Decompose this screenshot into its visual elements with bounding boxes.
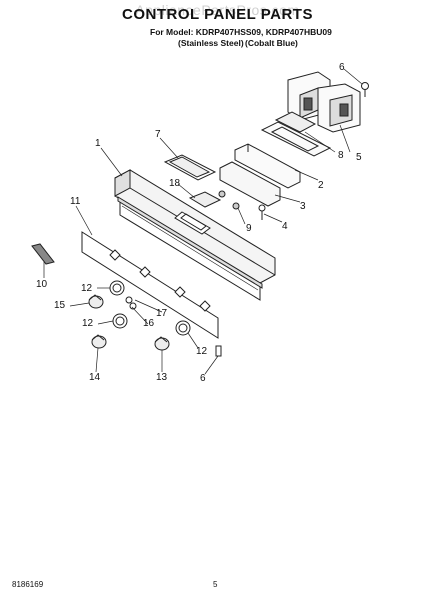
knob-13 <box>154 336 170 351</box>
part-11-panel <box>81 231 219 339</box>
part-7-window <box>163 154 217 181</box>
part-2-bracket <box>234 143 301 189</box>
callout-7: 7 <box>155 129 161 140</box>
page-number: 5 <box>213 580 218 589</box>
model-line: For Model: KDRP407HSS09, KDRP407HBU09 <box>150 27 332 37</box>
callout-14: 14 <box>89 372 101 383</box>
bezel-12c <box>175 320 191 336</box>
control-panel-housing <box>114 169 276 301</box>
callout-12c: 12 <box>196 346 208 357</box>
callout-12b: 12 <box>82 318 94 329</box>
page-title: CONTROL PANEL PARTS <box>122 6 313 23</box>
part-5-switches <box>287 71 361 133</box>
bezel-12b <box>112 313 128 329</box>
part-4-screw <box>258 204 266 220</box>
callout-8: 8 <box>338 150 344 161</box>
callout-5: 5 <box>356 152 362 163</box>
callout-16: 16 <box>143 318 155 329</box>
callout-2: 2 <box>318 180 324 191</box>
part-8-bracket <box>260 111 332 157</box>
callout-17: 17 <box>156 308 168 319</box>
callout-11: 11 <box>70 196 81 207</box>
finish-cobalt: (Cobalt Blue) <box>245 38 298 48</box>
part-3-bracket <box>219 161 281 207</box>
watermark: AppliancePartsPros.com <box>135 2 300 18</box>
part-16-17 <box>125 296 137 310</box>
leader-lines <box>43 68 363 375</box>
callout-4: 4 <box>282 221 288 232</box>
callout-15: 15 <box>54 300 66 311</box>
callout-3: 3 <box>300 201 306 212</box>
knob-15 <box>88 294 104 309</box>
callout-10: 10 <box>36 279 48 290</box>
part-10-clip <box>31 243 55 265</box>
callout-9: 9 <box>246 223 252 234</box>
callout-13: 13 <box>156 372 168 383</box>
part-18-cover <box>188 191 222 208</box>
callout-12a: 12 <box>81 283 93 294</box>
part-9-nuts <box>218 190 240 210</box>
callout-6b: 6 <box>200 373 206 384</box>
callout-18: 18 <box>169 178 181 189</box>
knob-14 <box>91 334 107 349</box>
part-6-screw-top <box>361 82 369 97</box>
doc-number: 8186169 <box>12 580 44 589</box>
callout-1: 1 <box>95 138 101 149</box>
finish-stainless: (Stainless Steel) <box>178 38 244 48</box>
part-6-screw-bottom <box>215 345 222 357</box>
bezel-12a <box>109 280 125 296</box>
callout-6: 6 <box>339 62 345 73</box>
